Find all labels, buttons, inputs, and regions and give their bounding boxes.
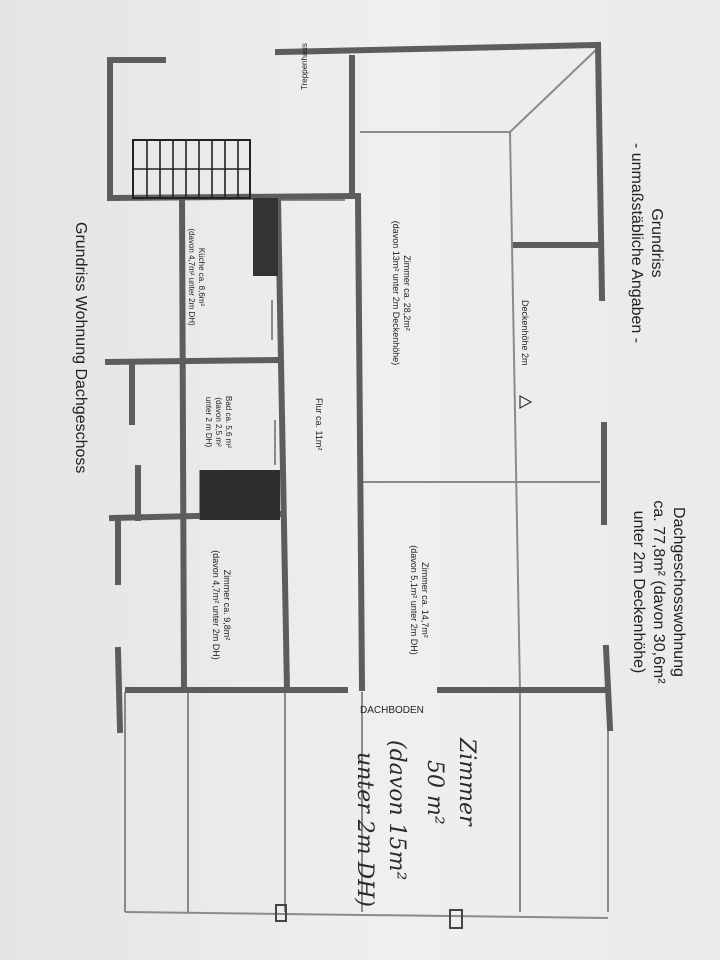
zimmer-14-line1: Zimmer ca. 14,7m² xyxy=(420,562,430,638)
marker-square xyxy=(275,904,287,922)
zimmer-14-line2: (davon 5,1m² unter 2m DH) xyxy=(409,545,419,655)
wall xyxy=(274,41,602,56)
ceiling-marker-icon xyxy=(519,394,533,410)
label-flur: Flur ca. 11m² xyxy=(314,398,324,451)
wall xyxy=(178,194,188,692)
footer-title: Grundriss Wohnung Dachgeschoss xyxy=(72,222,89,474)
zimmer-28-line1: Zimmer ca. 28,2m² xyxy=(402,255,412,331)
heading-right-line3: unter 2m Deckenhöhe) xyxy=(630,510,647,674)
label-zimmer-28: Zimmer ca. 28,2m² (davon 13m² unter 2m D… xyxy=(390,178,412,408)
chimney-block xyxy=(200,470,280,520)
heading-left: Grundriss - unmaßstäbliche Angaben - xyxy=(626,138,666,348)
heading-right: Dachgeschosswohnung ca. 77,8m² (davon 30… xyxy=(628,472,688,712)
heading-right-line2: ca. 77,8m² (davon 30,6m² xyxy=(650,500,667,684)
bad-line2: (davon 2,5 m² xyxy=(214,397,223,447)
label-deckenhoehe: Deckenhöhe 2m xyxy=(520,300,530,366)
marker-square xyxy=(449,909,463,929)
shaft-block xyxy=(253,198,278,276)
label-kueche: Küche ca. 8,6m² (davon 4,7m² unter 2m DH… xyxy=(186,212,206,342)
handwritten-line2: 50 m² xyxy=(422,760,447,825)
wall xyxy=(594,41,606,302)
kueche-line1: Küche ca. 8,6m² xyxy=(197,247,206,307)
thin-lines xyxy=(124,47,609,919)
roof-slope-line xyxy=(360,47,599,133)
wall xyxy=(114,646,124,734)
handwritten-line1: Zimmer xyxy=(454,738,479,826)
handwritten-line3: (davon 15m² xyxy=(384,740,409,881)
kueche-line2: (davon 4,7m² unter 2m DH) xyxy=(187,228,196,326)
label-dachboden: DACHBODEN xyxy=(360,705,424,716)
attic-bottom-edge xyxy=(124,911,609,919)
heading-left-line1: Grundriss xyxy=(648,208,665,278)
label-zimmer-9: Zimmer ca. 9,8m² (davon 4,7m² unter 2m D… xyxy=(210,530,232,680)
low-ceiling-line xyxy=(509,131,521,693)
staircase xyxy=(132,139,251,199)
bad-line1: Bad ca. 5,6 m² xyxy=(224,395,233,449)
zimmer-28-line2: (davon 13m² unter 2m Deckenhöhe) xyxy=(391,220,401,366)
wall xyxy=(354,192,366,692)
label-bad: Bad ca. 5,6 m² (davon 2,5 m² unter 2 m D… xyxy=(203,382,233,462)
wall xyxy=(274,194,291,694)
label-zimmer-14: Zimmer ca. 14,7m² (davon 5,1m² unter 2m … xyxy=(408,520,430,680)
heading-right-line1: Dachgeschosswohnung xyxy=(670,507,687,677)
label-treppenhaus: Treppenhaus xyxy=(300,43,309,90)
zimmer-9-line1: Zimmer ca. 9,8m² xyxy=(222,569,232,641)
wall xyxy=(104,356,282,366)
walls xyxy=(104,41,614,734)
handwritten-line4: unter 2m DH) xyxy=(352,752,377,907)
zimmer-9-line2: (davon 4,7m² unter 2m DH) xyxy=(211,550,221,660)
heading-left-line2: - unmaßstäbliche Angaben - xyxy=(628,142,645,344)
bad-line3: unter 2 m DH) xyxy=(204,396,213,448)
